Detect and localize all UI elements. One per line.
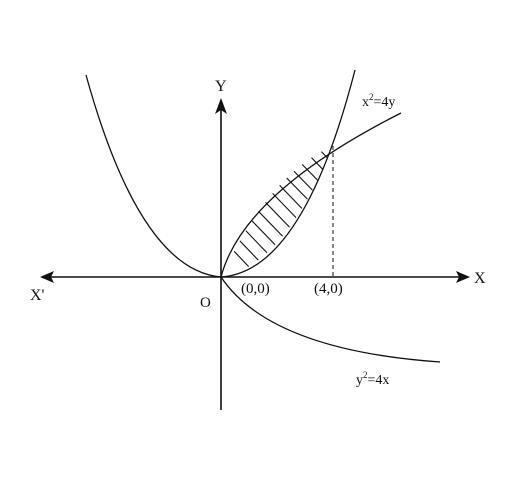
x-axis-label: X	[474, 270, 486, 287]
equation-y2-4x: y2=4x	[356, 370, 389, 388]
x-axis-arrow-right	[456, 271, 470, 283]
equation-x2-4y: x2=4y	[362, 92, 395, 110]
y-axis-label: Y	[215, 78, 227, 95]
y-axis-arrow-up	[215, 98, 227, 114]
parabola-y2-4x-lower-branch	[220, 276, 441, 363]
point-four-label: (4,0)	[314, 281, 343, 297]
x-axis-negative-label: X'	[30, 287, 45, 304]
x-axis-arrow-left	[40, 271, 54, 283]
point-origin-label: (0,0)	[241, 281, 270, 297]
parabola-y2-4x	[220, 112, 402, 278]
origin-label: O	[200, 295, 211, 311]
